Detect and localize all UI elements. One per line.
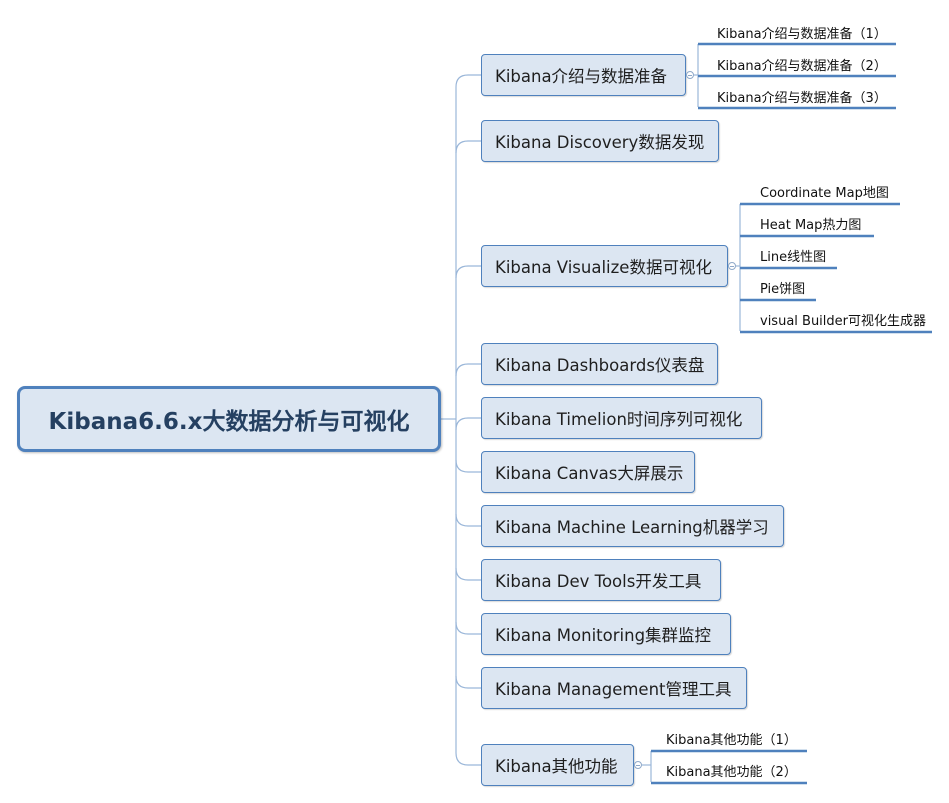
branch-connector <box>455 675 481 689</box>
topic-discovery[interactable]: Kibana Discovery数据发现 <box>481 120 719 162</box>
subtopic-label: Kibana其他功能（1） <box>666 733 797 748</box>
topic-other-features[interactable]: Kibana其他功能 <box>481 744 634 786</box>
subtopic-label: Kibana介绍与数据准备（2） <box>717 59 887 74</box>
topic-label: Kibana Machine Learning机器学习 <box>495 518 769 537</box>
topic-visualize[interactable]: Kibana Visualize数据可视化 <box>481 245 728 287</box>
subtopic-label: visual Builder可视化生成器 <box>760 314 927 329</box>
branch-connector <box>455 363 481 377</box>
subtopic-other-1[interactable]: Kibana其他功能（1） <box>662 728 797 748</box>
subtopic-coordinate-map[interactable]: Coordinate Map地图 <box>756 181 889 201</box>
subtopic-label: Kibana其他功能（2） <box>666 765 797 780</box>
branch-connector <box>455 459 481 473</box>
topic-label: Kibana Dev Tools开发工具 <box>495 572 702 591</box>
subtopic-label: Kibana介绍与数据准备（3） <box>717 91 887 106</box>
subtopic-intro-1[interactable]: Kibana介绍与数据准备（1） <box>713 22 887 42</box>
root-topic-label: Kibana6.6.x大数据分析与可视化 <box>48 409 410 435</box>
subtopic-intro-2[interactable]: Kibana介绍与数据准备（2） <box>713 54 887 74</box>
subtopic-pie-chart[interactable]: Pie饼图 <box>756 277 805 297</box>
topic-dashboards[interactable]: Kibana Dashboards仪表盘 <box>481 343 718 385</box>
topic-label: Kibana其他功能 <box>495 757 618 776</box>
topic-dev-tools[interactable]: Kibana Dev Tools开发工具 <box>481 559 721 601</box>
root-topic[interactable]: Kibana6.6.x大数据分析与可视化 <box>17 386 441 452</box>
topic-monitoring[interactable]: Kibana Monitoring集群监控 <box>481 613 731 655</box>
subtopic-intro-3[interactable]: Kibana介绍与数据准备（3） <box>713 86 887 106</box>
topic-label: Kibana Dashboards仪表盘 <box>495 356 705 375</box>
subtopic-label: Line线性图 <box>760 250 827 265</box>
topic-label: Kibana Discovery数据发现 <box>495 133 705 152</box>
collapse-toggle-icon[interactable] <box>634 761 642 769</box>
topic-label: Kibana Visualize数据可视化 <box>495 258 712 277</box>
topic-timelion[interactable]: Kibana Timelion时间序列可视化 <box>481 397 762 439</box>
subtopic-label: Coordinate Map地图 <box>760 186 889 201</box>
subtopic-label: Heat Map热力图 <box>760 218 862 233</box>
subtopic-line-chart[interactable]: Line线性图 <box>756 245 826 265</box>
branch-connector <box>455 752 481 766</box>
branch-connector <box>455 74 481 88</box>
branch-connector <box>455 265 481 279</box>
branch-connector <box>455 140 481 154</box>
branch-connector <box>455 513 481 527</box>
topic-label: Kibana Canvas大屏展示 <box>495 464 684 483</box>
subtopic-label: Kibana介绍与数据准备（1） <box>717 27 887 42</box>
subtopic-other-2[interactable]: Kibana其他功能（2） <box>662 760 797 780</box>
collapse-toggle-icon[interactable] <box>686 71 694 79</box>
branch-connector <box>455 567 481 581</box>
branch-connector <box>455 621 481 635</box>
topic-machine-learning[interactable]: Kibana Machine Learning机器学习 <box>481 505 784 547</box>
subtopic-label: Pie饼图 <box>760 282 806 297</box>
topic-introduction[interactable]: Kibana介绍与数据准备 <box>481 54 686 96</box>
topic-label: Kibana Management管理工具 <box>495 680 732 699</box>
topic-label: Kibana Timelion时间序列可视化 <box>495 410 743 429</box>
collapse-toggle-icon[interactable] <box>728 262 736 270</box>
topic-label: Kibana Monitoring集群监控 <box>495 626 712 645</box>
topic-label: Kibana介绍与数据准备 <box>495 67 668 86</box>
subtopic-heat-map[interactable]: Heat Map热力图 <box>756 213 861 233</box>
subtopic-visual-builder[interactable]: visual Builder可视化生成器 <box>756 309 926 329</box>
branch-connector <box>455 417 481 431</box>
topic-canvas[interactable]: Kibana Canvas大屏展示 <box>481 451 695 493</box>
topic-management[interactable]: Kibana Management管理工具 <box>481 667 747 709</box>
